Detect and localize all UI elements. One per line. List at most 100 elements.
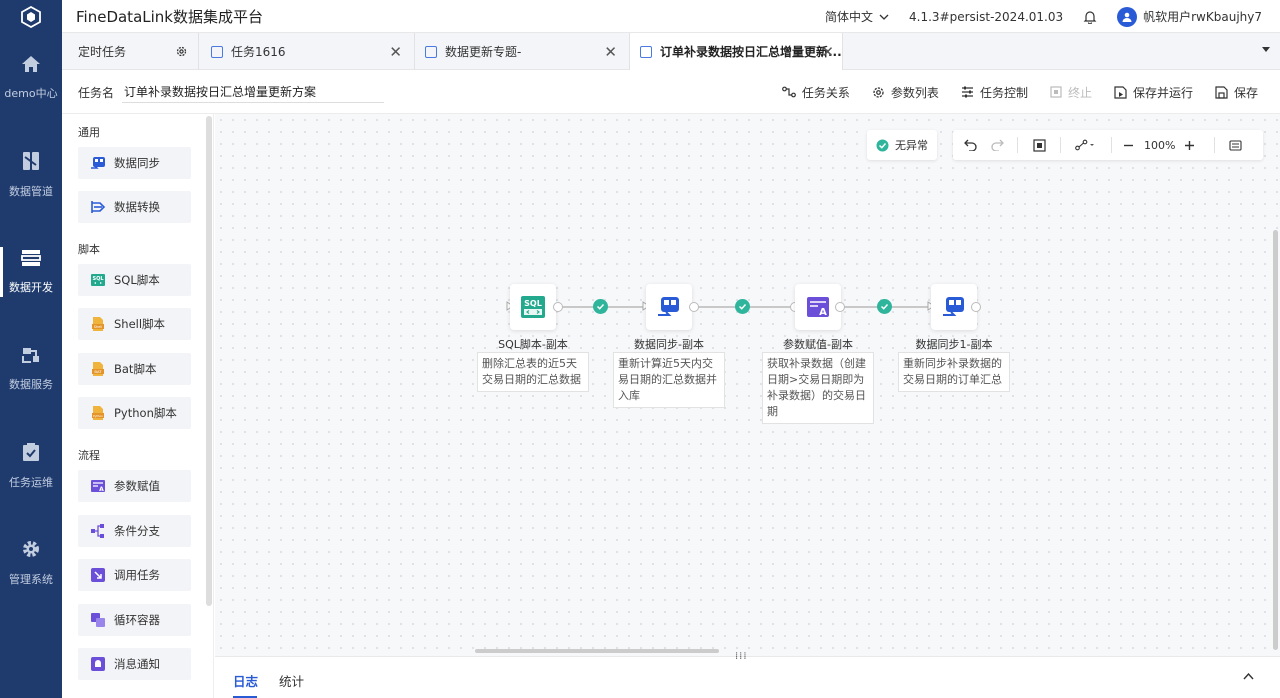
param-list-button[interactable]: 参数列表: [872, 84, 939, 101]
nav-item-demo[interactable]: demo中心: [0, 33, 62, 123]
keyboard-icon: [1228, 139, 1242, 151]
sliders-icon: [961, 86, 973, 98]
stop-button[interactable]: 终止: [1050, 84, 1092, 101]
bell-icon[interactable]: [1083, 10, 1097, 24]
tab-log[interactable]: 日志: [233, 671, 258, 698]
param-assign-icon: A: [807, 297, 829, 318]
task-file-icon: [640, 45, 652, 58]
palette-item-shell[interactable]: Shell Shell脚本: [78, 308, 191, 340]
palette-scrollbar[interactable]: [206, 116, 212, 606]
save-and-run-button[interactable]: 保存并运行: [1114, 84, 1193, 101]
tab-scheduled[interactable]: 定时任务: [62, 33, 199, 70]
settings-icon[interactable]: [175, 45, 188, 58]
palette-item-bat[interactable]: BAT Bat脚本: [78, 353, 191, 385]
node-description: 重新计算近5天内交易日期的汇总数据并入库: [613, 352, 725, 408]
nav-item-develop[interactable]: 数据开发: [0, 227, 62, 317]
palette-item-python[interactable]: Python Python脚本: [78, 397, 191, 429]
nav-label: 管理系统: [9, 573, 53, 586]
close-icon[interactable]: ✕: [604, 42, 617, 61]
edge-success-icon: [735, 299, 750, 314]
flow-canvas[interactable]: 无异常 100% SQL: [215, 114, 1280, 656]
fit-view-button[interactable]: [1018, 130, 1060, 160]
zoom-level: 100%: [1144, 138, 1176, 152]
palette-item-data-transform[interactable]: 数据转换: [78, 191, 191, 223]
logo[interactable]: [0, 0, 62, 33]
task-relation-button[interactable]: 任务关系: [782, 84, 850, 101]
check-circle-icon: [876, 139, 889, 151]
language-selector[interactable]: 简体中文: [825, 8, 889, 25]
canvas-horizontal-scrollbar[interactable]: [475, 649, 719, 653]
zoom-in-button[interactable]: [1174, 130, 1204, 160]
tab-task1616[interactable]: 任务1616 ✕: [199, 33, 415, 70]
flow-node-param-assign[interactable]: A: [795, 284, 841, 330]
nav-label: 任务运维: [9, 476, 53, 489]
node-palette: 通用 数据同步 数据转换 脚本 SQL SQL脚本 Shell Shell脚本 …: [62, 114, 214, 698]
palette-item-condition[interactable]: 条件分支: [78, 515, 191, 547]
task-control-button[interactable]: 任务控制: [961, 84, 1028, 101]
tab-more-icon[interactable]: [1262, 47, 1270, 52]
resize-handle-icon[interactable]: ⁞⁞⁞: [735, 651, 748, 662]
output-port[interactable]: [689, 302, 699, 312]
nav-item-pipeline[interactable]: 数据管道: [0, 130, 62, 220]
plus-icon: [1184, 140, 1194, 150]
palette-item-label: 数据同步: [114, 156, 160, 170]
undo-button[interactable]: [953, 130, 987, 160]
task-file-icon: [425, 45, 437, 58]
button-label: 任务关系: [801, 85, 850, 100]
layout-icon: [1075, 139, 1094, 151]
palette-item-call-task[interactable]: 调用任务: [78, 559, 191, 591]
task-file-icon: [211, 45, 223, 58]
node-description: 获取补录数据（创建日期>交易日期即为补录数据）的交易日期: [762, 352, 874, 424]
save-button[interactable]: 保存: [1215, 84, 1258, 101]
palette-item-label: Python脚本: [114, 406, 177, 420]
palette-item-label: 循环容器: [114, 613, 160, 627]
zoom-out-button[interactable]: [1112, 130, 1144, 160]
output-port[interactable]: [835, 302, 845, 312]
task-name-input[interactable]: [122, 80, 384, 103]
language-label: 简体中文: [825, 10, 874, 24]
chevron-up-icon[interactable]: [1243, 673, 1254, 680]
redo-button[interactable]: [987, 130, 1007, 160]
button-label: 参数列表: [890, 85, 939, 100]
output-port[interactable]: [553, 302, 563, 312]
divider: [1214, 137, 1215, 153]
palette-item-notify[interactable]: 消息通知: [78, 648, 191, 680]
minimap-button[interactable]: [1215, 130, 1255, 160]
palette-item-loop[interactable]: 循环容器: [78, 604, 191, 636]
nav-label: 数据管道: [9, 185, 53, 198]
layout-dropdown[interactable]: [1061, 130, 1111, 160]
node-label: SQL脚本-副本: [498, 338, 568, 351]
gear-icon: [23, 541, 39, 557]
divider: [1060, 137, 1061, 153]
flow-node-data-sync[interactable]: [646, 284, 692, 330]
palette-item-param-assign[interactable]: A 参数赋值: [78, 470, 191, 502]
svg-text:SQL: SQL: [92, 276, 104, 282]
output-port[interactable]: [971, 302, 981, 312]
edge-success-icon: [877, 299, 892, 314]
notification-icon: [91, 657, 105, 671]
sql-badge-text: SQL: [524, 299, 542, 308]
palette-item-sql[interactable]: SQL SQL脚本: [78, 264, 191, 296]
tab-data-update[interactable]: 数据更新专题- ✕: [415, 33, 630, 70]
user-menu[interactable]: 帆软用户rwKbaujhy7: [1117, 6, 1262, 27]
tab-stats[interactable]: 统计: [279, 674, 305, 689]
nav-item-service[interactable]: 数据服务: [0, 324, 62, 414]
palette-item-data-sync[interactable]: 数据同步: [78, 147, 191, 179]
status-label: 无异常: [895, 139, 928, 152]
left-nav: demo中心 数据管道 数据开发 数据服务 任务运维 管理系统: [0, 33, 62, 698]
develop-icon: [21, 250, 41, 266]
tab-order-supplement[interactable]: 订单补录数据按日汇总增量更新... ✕: [630, 33, 843, 70]
tab-label: 订单补录数据按日汇总增量更新...: [660, 45, 842, 59]
nav-item-ops[interactable]: 任务运维: [0, 421, 62, 511]
divider: [1111, 137, 1112, 153]
canvas-vertical-scrollbar[interactable]: [1273, 230, 1278, 650]
param-assign-icon: A: [91, 480, 105, 493]
close-icon[interactable]: ✕: [821, 42, 834, 61]
bottom-panel: ⁞⁞⁞ 日志 统计: [215, 651, 1280, 698]
relation-icon: [782, 86, 796, 98]
flow-node-sql[interactable]: SQL: [510, 284, 556, 330]
call-task-icon: [91, 568, 105, 582]
close-icon[interactable]: ✕: [389, 42, 402, 61]
flow-node-data-sync-1[interactable]: [931, 284, 977, 330]
nav-item-admin[interactable]: 管理系统: [0, 518, 62, 608]
